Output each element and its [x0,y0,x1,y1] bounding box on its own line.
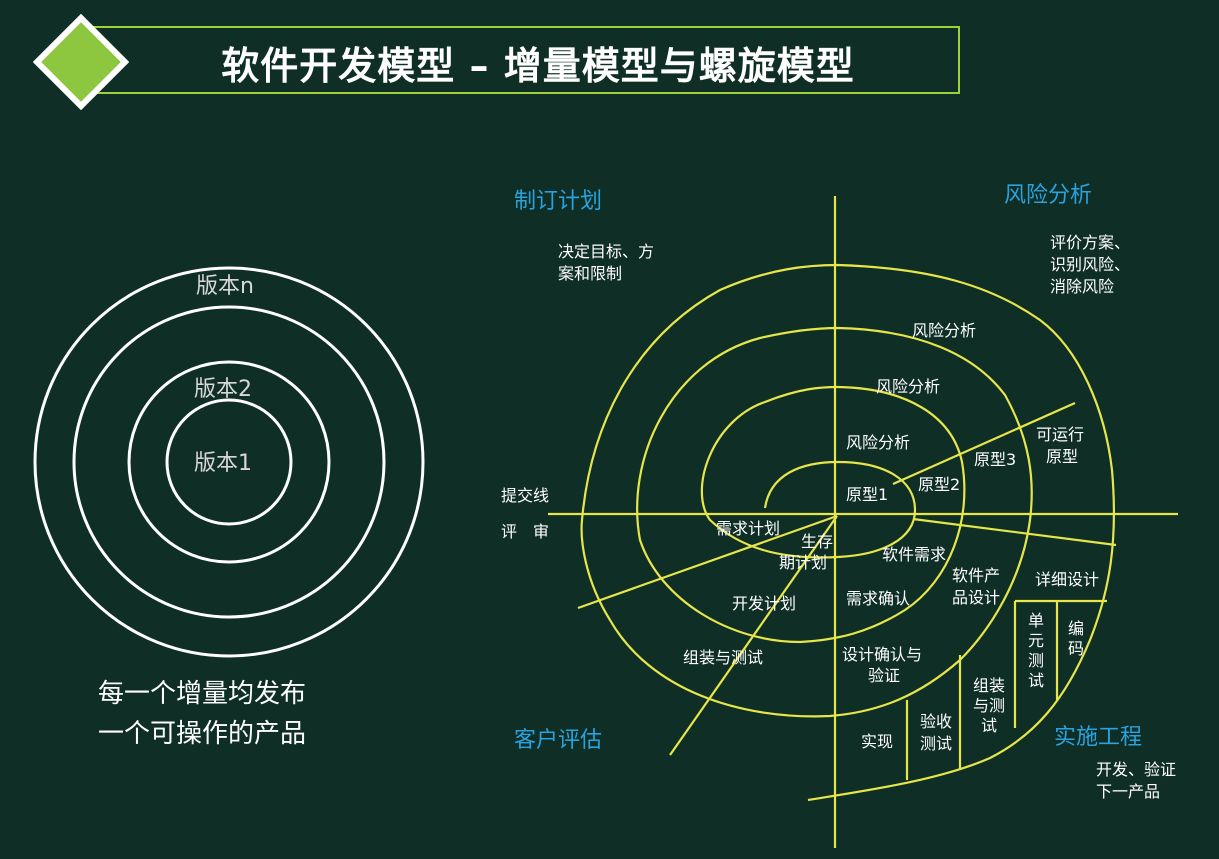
circle-version-1 [165,398,293,526]
coding-label: 编码 [1067,619,1084,658]
lifecycle-plan-line1: 生存 [801,532,834,551]
circle-version-2 [127,360,331,564]
version-n-label: 版本n [196,274,254,299]
circle-outer-2 [72,305,386,619]
incremental-circles [33,266,425,658]
unit-test-label: 单元测试 [1027,611,1044,690]
quadrant-risk-title: 风险分析 [1004,183,1093,208]
risk-analysis-label-middle: 风险分析 [876,377,941,396]
eng-desc-line1: 开发、验证 [1096,760,1177,779]
quadrant-customer-title: 客户评估 [514,728,603,753]
incremental-caption-line1: 每一个增量均发布 [98,679,307,709]
spiral-lower-right-line [912,517,1117,547]
incremental-caption-line2: 一个可操作的产品 [98,719,307,749]
review-label: 评 审 [501,522,550,541]
acceptance-test-line2: 测试 [920,734,953,753]
req-confirm-label: 需求确认 [846,589,911,608]
software-req-label: 软件需求 [882,545,947,564]
runnable-prototype-line1: 可运行 [1036,425,1085,444]
risk-analysis-label-outer: 风险分析 [912,321,977,340]
product-design-line1: 软件产 [952,566,1001,585]
diamond-icon [33,14,129,110]
risk-analysis-label-inner: 风险分析 [846,433,911,452]
spiral-diagonal-lower-left [577,514,838,610]
version-1-label: 版本1 [194,451,252,476]
runnable-prototype-line2: 原型 [1046,447,1079,466]
plan-desc-line1: 决定目标、方 [558,242,655,261]
risk-desc-line3: 消除风险 [1050,277,1115,296]
plan-desc-line2: 案和限制 [558,264,623,283]
dev-plan-label: 开发计划 [732,594,797,613]
req-plan-label: 需求计划 [716,519,781,538]
design-verify-line2: 验证 [868,666,901,685]
circle-version-n [33,266,425,658]
risk-desc-line1: 评价方案、 [1050,233,1131,252]
detailed-design-label: 详细设计 [1035,570,1100,589]
prototype-2-label: 原型2 [918,475,961,494]
quadrant-plan-title: 制订计划 [514,189,603,214]
prototype-3-label: 原型3 [974,450,1017,469]
assembly-test-label: 组装与测试 [683,648,764,667]
spiral-curve [580,263,1116,802]
implementation-label: 实现 [861,732,894,751]
acceptance-test-line1: 验收 [920,712,953,731]
quadrant-engineering-title: 实施工程 [1054,725,1143,750]
risk-desc-line2: 识别风险、 [1050,255,1131,274]
prototype-1-label: 原型1 [846,485,889,504]
spiral-prototype-line [892,401,1076,486]
spiral-model [548,196,1178,848]
product-design-line2: 品设计 [952,588,1001,607]
eng-desc-line2: 下一产品 [1096,782,1161,801]
lifecycle-plan-line2: 期计划 [779,553,828,572]
commit-line-label: 提交线 [501,486,550,505]
version-2-label: 版本2 [194,377,252,402]
page-title: 软件开发模型 – 增量模型与螺旋模型 [221,43,855,88]
assembly-and-test-label: 组装与测试 [972,676,1005,735]
title-bar: 软件开发模型 – 增量模型与螺旋模型 [92,26,960,94]
design-verify-line1: 设计确认与 [842,645,923,664]
